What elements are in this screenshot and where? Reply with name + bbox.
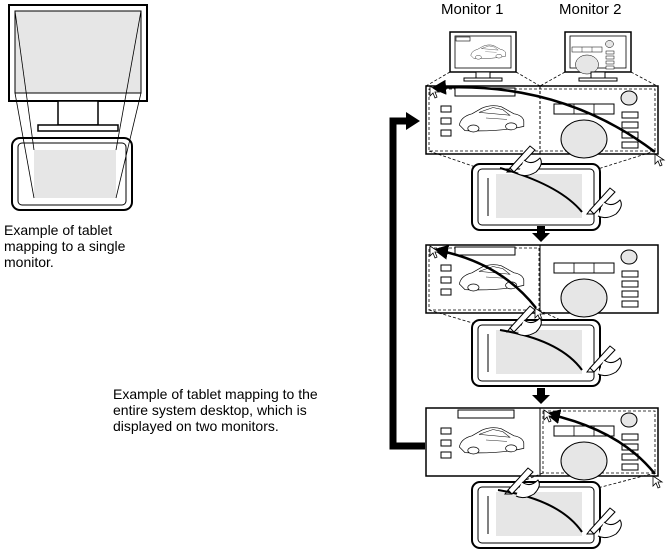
return-loop-arrow — [389, 112, 425, 450]
monitor-1-label: Monitor 1 — [441, 1, 504, 18]
tablet-icon — [471, 305, 622, 387]
desktop-step-3 — [425, 407, 663, 489]
monitor-2-icon — [564, 31, 632, 82]
monitor-2-label: Monitor 2 — [559, 1, 622, 18]
tablet-icon — [11, 137, 133, 211]
dual-monitor-caption: Example of tablet mapping to the entire … — [113, 386, 318, 434]
monitor-1-icon — [449, 31, 517, 82]
down-arrow-icon — [532, 226, 550, 242]
tablet-icon — [471, 145, 622, 231]
tablet-icon — [471, 467, 622, 549]
monitor-projection-lines — [425, 71, 658, 87]
single-monitor-caption: Example of tablet mapping to a single mo… — [4, 222, 126, 270]
down-arrow-icon — [532, 388, 550, 404]
mapping-lines-1 — [428, 150, 656, 175]
single-monitor-example — [8, 4, 148, 211]
mapping-lines — [14, 10, 142, 199]
desktop-step-2 — [425, 244, 659, 321]
monitor-icon — [8, 4, 148, 132]
mapping-lines-2 — [428, 309, 583, 331]
desktop-step-1 — [425, 79, 665, 167]
